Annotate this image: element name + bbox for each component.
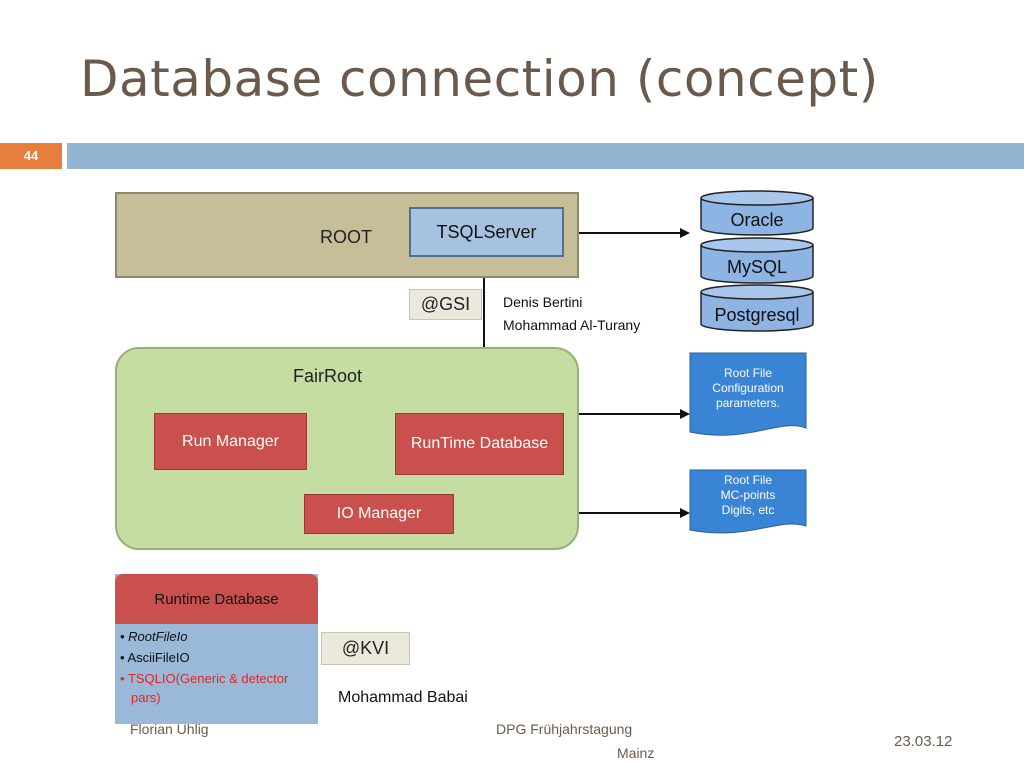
db-oracle-cylinder [700,190,814,236]
mc-doc-line-1: Root File [723,473,773,487]
kvi-tag: @KVI [321,632,410,665]
root-label: ROOT [320,227,372,247]
mc-doc-line-3: Digits, etc [721,503,775,517]
footer-event-line-2: Mainz [617,745,655,761]
config-doc-line-3: parameters. [715,396,781,410]
database-stack [700,190,814,332]
page-number: 44 [0,143,62,169]
db-postgresql-label: Postgresql [714,305,800,325]
db-mysql-cylinder [700,237,814,284]
document-icon [689,469,807,534]
gsi-tag: @GSI [409,289,482,320]
document-icon [689,352,807,436]
tsqlserver-box: TSQLServer [409,207,564,257]
fairroot-label: FairRoot [293,366,363,386]
db-postgresql-cylinder [700,284,814,332]
kvi-author: Mohammad Babai [338,689,468,706]
runtime-database-box: RunTime Database [395,413,564,475]
footer-date: 23.03.12 [894,733,953,750]
runtime-item-tsqlio: • TSQLIO(Generic & detector [120,671,289,686]
root-file-mc-doc: Root File MC-points Digits, etc [689,469,807,539]
root-file-config-doc: Root File Configuration parameters. [689,352,807,442]
config-doc-line-1: Root File [723,366,773,380]
db-mysql-label: MySQL [726,257,787,277]
db-oracle-label: Oracle [730,210,784,230]
footer-author: Florian Uhlig [130,721,209,737]
mc-doc-line-2: MC-points [720,488,776,502]
header-bar [67,143,1024,169]
config-doc-line-2: Configuration [712,381,784,395]
io-manager-box: IO Manager [304,494,454,534]
footer-event-line-1: DPG Frühjahrstagung [496,721,633,737]
runtime-item-asciifileio: • AsciiFileIO [120,650,190,665]
gsi-author-1: Denis Bertini [503,294,583,310]
runtime-panel-title: Runtime Database [115,574,318,624]
run-manager-box: Run Manager [154,413,307,470]
gsi-author-2: Mohammad Al-Turany [503,317,641,333]
runtime-item-rootfileio: • RootFileIo [120,629,188,644]
runtime-item-tsqlio-cont: pars) [131,690,161,705]
slide-title: Database connection (concept) [80,50,879,108]
